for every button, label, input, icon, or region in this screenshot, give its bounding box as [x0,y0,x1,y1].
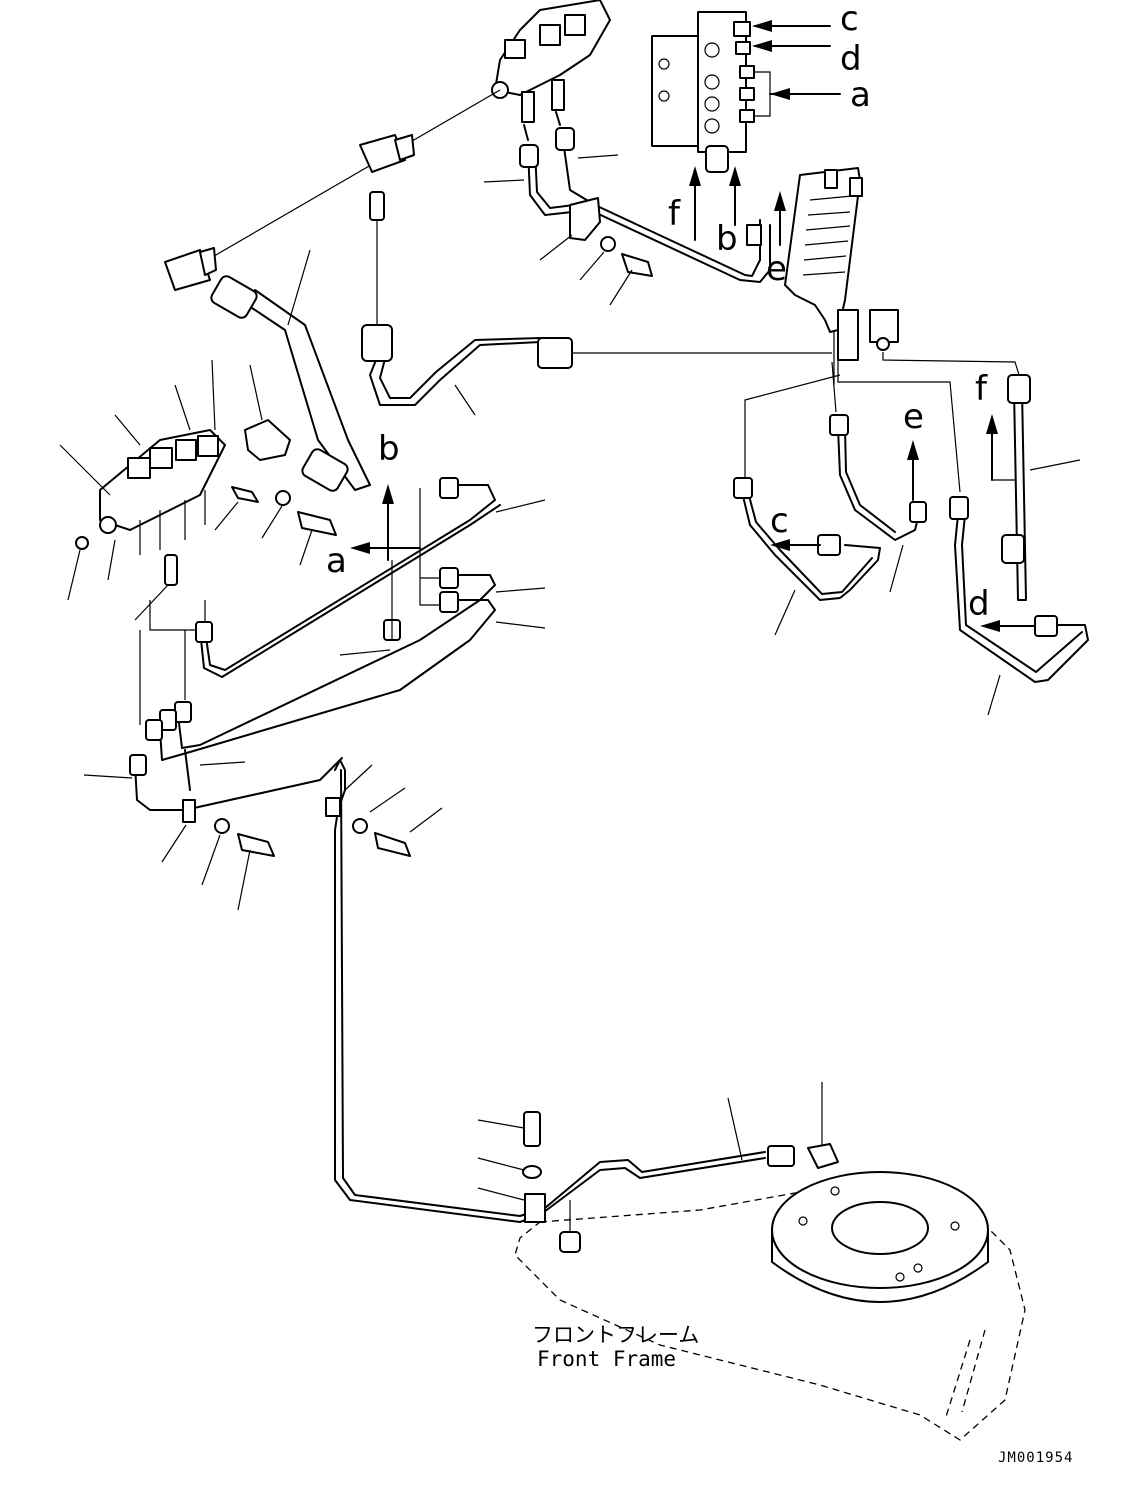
arrows-top-feb: f b e [668,166,787,289]
main-control-valve [491,0,611,141]
label-f-top: f [668,194,681,234]
hose-center [361,324,832,416]
drawing-code: JM001954 [998,1450,1073,1466]
long-hose-left [210,249,371,492]
pilot-valve-block [651,11,755,173]
label-d-top: d [840,39,862,79]
label-f-right: f [975,369,988,409]
label-e-top: e [766,249,787,289]
label-c-right: c [770,501,789,541]
label-c-top: c [840,0,859,39]
label-a-mid: a [326,541,347,581]
left-pilot-valve-assembly [59,359,337,621]
label-b-mid: b [378,429,400,469]
front-frame-caption-ja: フロントフレーム [532,1323,699,1347]
label-d-right: d [968,584,990,624]
label-e-right: e [903,397,924,437]
front-frame [514,1171,1026,1441]
long-pipe-down [325,759,839,1253]
arrows-mid: b a [326,429,421,581]
right-manifold [744,167,1021,493]
left-hose-bundle [83,477,546,911]
arrows-top-right: c d a [752,0,871,117]
top-hoses [483,127,771,306]
front-frame-caption-en: Front Frame [537,1347,676,1371]
right-hoses [733,374,1089,716]
label-b-top: b [716,219,738,259]
label-a-top: a [850,75,871,115]
arrows-right: f e c d [770,369,1036,632]
top-left-fittings [164,89,501,325]
